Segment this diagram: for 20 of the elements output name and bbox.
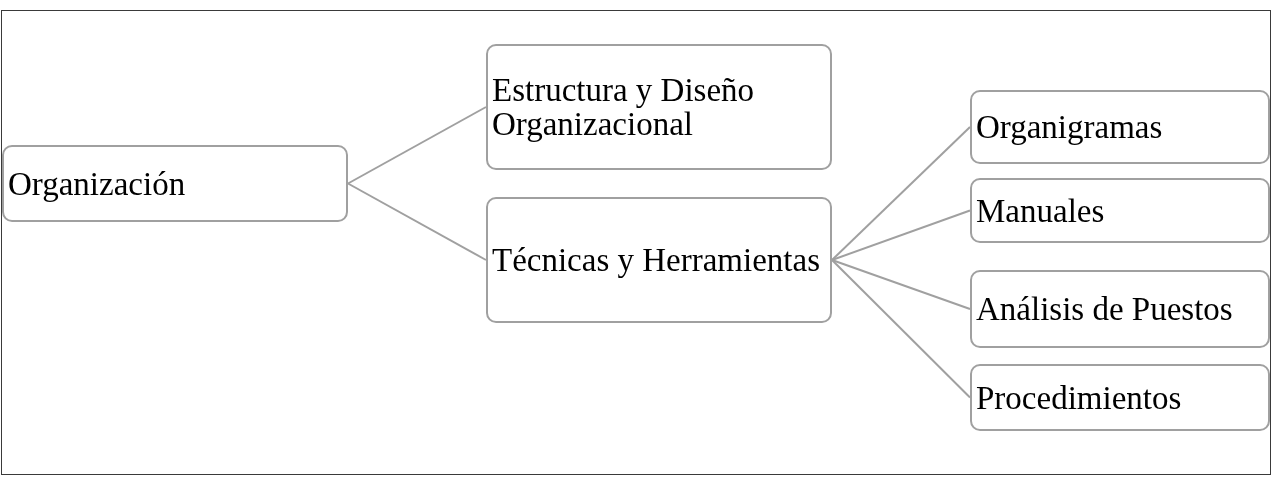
connector-line xyxy=(831,259,971,399)
node-label: Estructura y Diseño Organizacional xyxy=(492,73,756,141)
process-box xyxy=(970,90,1270,164)
node-label: Organización xyxy=(8,166,187,201)
node-label: Manuales xyxy=(976,193,1106,228)
process-box xyxy=(970,364,1270,431)
node-label: Análisis de Puestos xyxy=(976,292,1234,326)
process-box xyxy=(970,270,1270,348)
connector-line xyxy=(831,126,971,261)
node-label: Técnicas y Herramientas xyxy=(492,243,821,277)
connector-line xyxy=(347,182,487,261)
connector-line xyxy=(831,209,971,261)
process-box xyxy=(486,44,832,170)
node-label: Procedimientos xyxy=(976,380,1183,415)
process-box xyxy=(2,145,348,222)
node-label: Organigramas xyxy=(976,110,1164,144)
process-box xyxy=(486,197,832,323)
process-box xyxy=(970,178,1270,243)
connector-line xyxy=(831,259,971,310)
connector-line xyxy=(347,106,487,185)
